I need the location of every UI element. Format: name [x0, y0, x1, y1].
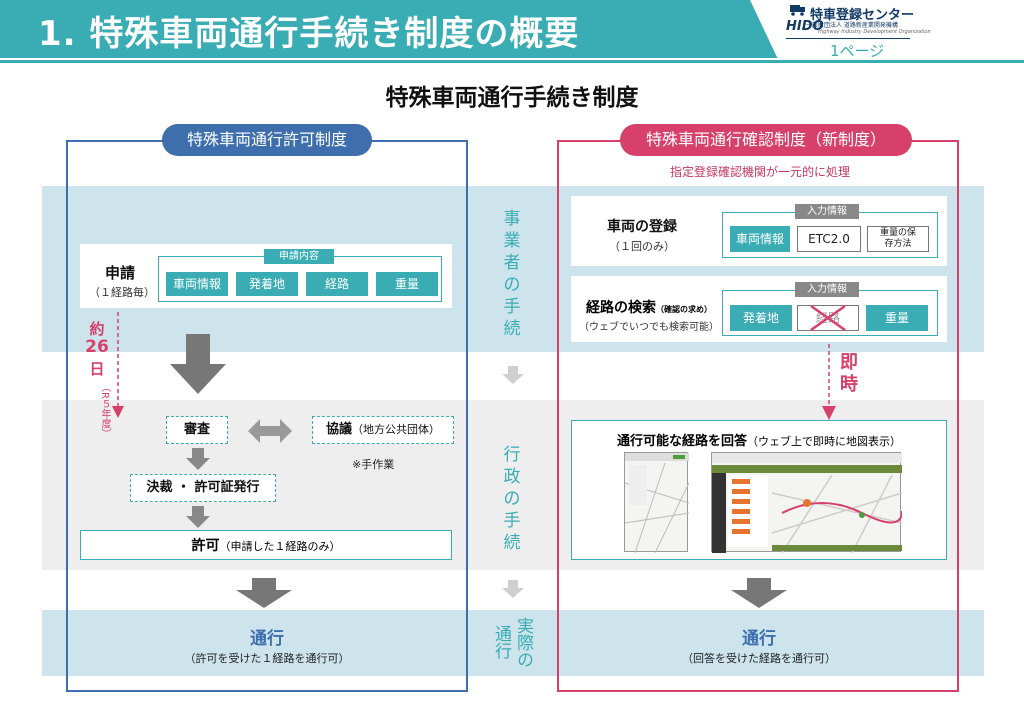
down-arrow-large	[170, 334, 226, 394]
reg-input-header: 入力情報	[795, 204, 859, 219]
answer-note: （ウェブ上で即時に地図表示）	[747, 435, 901, 448]
down-arrow-small	[502, 366, 524, 384]
apply-note: （１経路毎）	[89, 286, 155, 299]
reg-item-vehicle: 車両情報	[730, 226, 790, 252]
days-value: 26	[85, 337, 109, 357]
answer-title: 通行可能な経路を回答（ウェブ上で即時に地図表示）	[571, 430, 947, 449]
map-thumbnail-large	[711, 452, 903, 554]
days-unit: 日	[89, 360, 105, 378]
consult-box: 協議（地方公共団体）	[312, 416, 454, 444]
dashed-down-arrow	[822, 344, 836, 420]
header-underline	[0, 60, 1024, 63]
days-prefix: 約	[89, 320, 105, 338]
down-arrow-small	[502, 580, 524, 598]
content-item-origin: 発着地	[236, 272, 298, 296]
right-travel-note: （回答を受けた経路を通行可）	[682, 652, 836, 665]
days-note: （R５年度）	[99, 382, 110, 439]
down-arrow-medium	[186, 506, 210, 528]
reg-note: （１回のみ）	[609, 240, 675, 253]
logo-subtitle: 一般財団法人 道路新産業開発機構	[806, 22, 898, 29]
section-label-admin: 行政の手続	[499, 444, 525, 554]
down-arrow-large	[236, 578, 292, 608]
map-icon	[624, 453, 690, 554]
page-number: 1ページ	[830, 42, 885, 60]
section-text: 事業者の手続	[503, 209, 521, 339]
permit-note: （申請した１経路のみ）	[219, 540, 341, 553]
logo-name: 特車登録センター	[810, 8, 915, 23]
main-title: 特殊車両通行手続き制度	[385, 85, 639, 111]
search-label-small: （確認の求め）	[656, 305, 712, 314]
left-title-pill: 特殊車両通行許可制度	[162, 124, 372, 156]
logo-divider	[786, 38, 910, 39]
reg-item-weight-storage: 重量の保存方法	[867, 226, 929, 252]
map-thumbnail-small	[624, 452, 690, 554]
down-arrow-large	[731, 578, 787, 608]
left-travel-note: （許可を受けた１経路を通行可）	[184, 652, 350, 665]
down-arrow-medium	[186, 448, 210, 470]
logo-subtitle-en: Highway Industry Development Organizatio…	[818, 29, 931, 35]
section-text: 行政の手続	[503, 445, 521, 553]
decision-box: 決裁 ・ 許可証発行	[130, 474, 276, 502]
permit-label: 許可	[191, 538, 220, 554]
band-actual	[42, 610, 984, 676]
double-arrow	[248, 419, 292, 443]
content-item-vehicle: 車両情報	[166, 272, 228, 296]
left-travel-label: 通行	[250, 629, 284, 649]
permit-box: 許可（申請した１経路のみ）	[80, 530, 452, 560]
search-note: （ウェブでいつでも検索可能）	[579, 322, 719, 333]
content-item-route: 経路	[306, 272, 368, 296]
logo-mark: HIDO	[786, 19, 824, 34]
content-header: 申請内容	[264, 249, 334, 264]
search-item-weight: 重量	[866, 305, 928, 331]
search-title: 経路の検索（確認の求め）	[576, 297, 722, 317]
section-label-actual: 実際の通行	[486, 612, 536, 672]
truck-icon	[790, 5, 805, 16]
answer-label: 通行可能な経路を回答	[616, 434, 747, 449]
review-box: 審査	[166, 416, 228, 444]
dashed-down-arrow	[112, 312, 124, 418]
apply-label: 申請	[104, 264, 135, 282]
search-label: 経路の検索	[586, 300, 656, 316]
manual-note: ※手作業	[352, 458, 395, 471]
header-title: 1. 特殊車両通行手続き制度の概要	[38, 14, 580, 54]
right-travel-label: 通行	[742, 629, 776, 649]
section-label-applicant: 事業者の手続	[499, 208, 525, 340]
reg-item-etc: ETC2.0	[797, 226, 861, 252]
reg-label: 車両の登録	[607, 219, 677, 235]
right-title-pill: 特殊車両通行確認制度（新制度）	[620, 124, 912, 156]
search-input-header: 入力情報	[795, 282, 859, 297]
map-icon	[712, 453, 903, 554]
search-item-origin: 発着地	[730, 305, 792, 331]
cross-out-icon	[810, 304, 846, 332]
instant-label: 即時	[840, 352, 858, 395]
content-item-weight: 重量	[376, 272, 438, 296]
consult-note: （地方公共団体）	[352, 423, 440, 436]
consult-label: 協議	[325, 422, 352, 437]
section-text: 実際の通行	[491, 616, 533, 668]
right-subtitle: 指定登録確認機関が一元的に処理	[669, 165, 850, 179]
